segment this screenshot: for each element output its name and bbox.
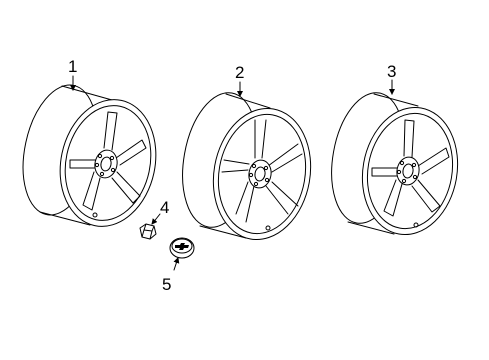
callout-1: 1 — [68, 57, 77, 76]
callout-2: 2 — [235, 63, 244, 82]
callout-3: 3 — [387, 62, 396, 81]
wheel-1 — [22, 75, 157, 227]
center-cap — [169, 237, 195, 271]
lug-nut — [139, 213, 161, 240]
callout-4: 4 — [160, 198, 169, 217]
callout-5: 5 — [162, 275, 171, 294]
wheel-2 — [182, 81, 312, 241]
wheel-3 — [331, 79, 459, 236]
